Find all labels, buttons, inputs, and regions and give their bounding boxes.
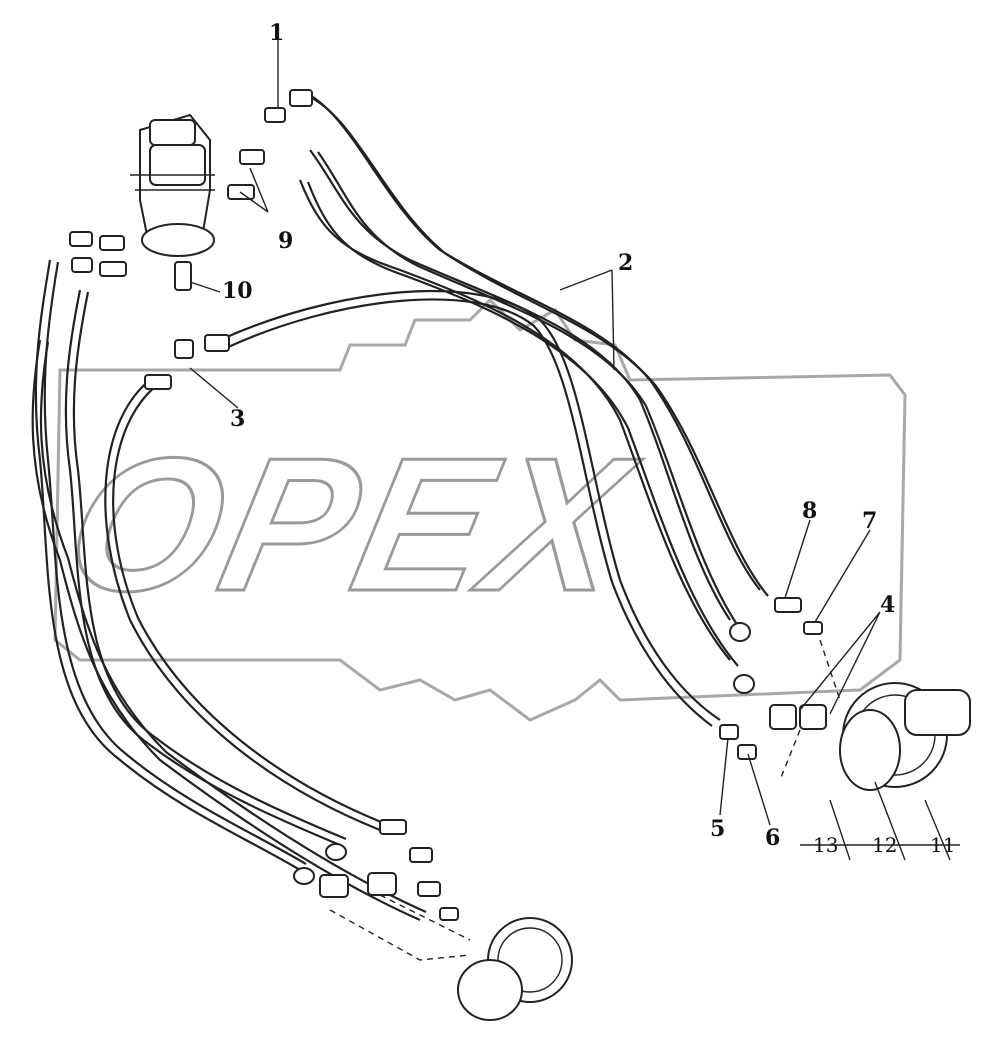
- hose-bundle-right: [298, 88, 769, 667]
- callout-labels: 1 2 3 4 5 6 7 8 9 10 11 12 13: [222, 20, 955, 857]
- watermark-text: OPEX: [51, 418, 652, 631]
- callout-1: 1: [269, 20, 284, 46]
- travel-motor-right: [719, 597, 971, 791]
- control-valve: [130, 113, 215, 257]
- callout-4: 4: [880, 592, 895, 618]
- callout-11: 11: [930, 833, 955, 857]
- watermark: OPEX: [49, 297, 907, 722]
- callout-2: 2: [618, 250, 633, 276]
- callout-5: 5: [710, 816, 725, 842]
- callout-6: 6: [765, 825, 780, 851]
- hose-bundle-left: [31, 259, 427, 922]
- callout-13: 13: [813, 833, 838, 857]
- callout-9: 9: [278, 228, 293, 254]
- assembly-dashed-lines: [329, 639, 841, 961]
- callout-3: 3: [230, 406, 245, 432]
- watermark-gear-outline: [53, 297, 907, 722]
- callout-10: 10: [222, 278, 253, 304]
- callout-12: 12: [872, 833, 897, 857]
- leader-lines: [189, 40, 960, 861]
- callout-8: 8: [802, 498, 817, 524]
- travel-motor-left: [293, 819, 573, 1021]
- hose-bundle-center: [104, 289, 721, 832]
- callout-7: 7: [862, 508, 877, 534]
